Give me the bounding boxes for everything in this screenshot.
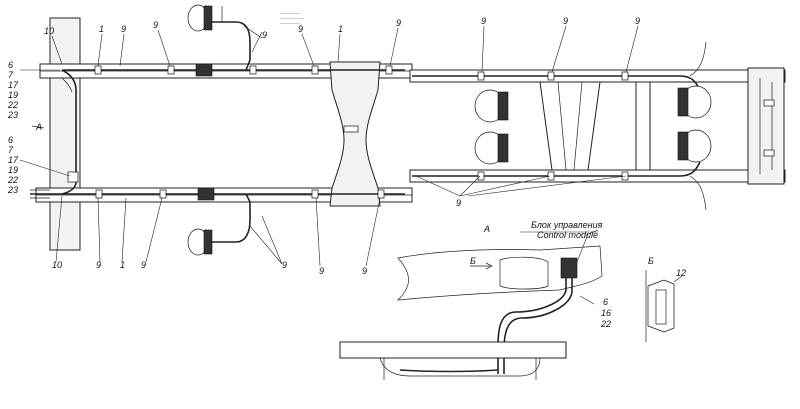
callout-9-top-b: 9 — [153, 20, 158, 30]
callout-9-top-d: 9 — [298, 24, 303, 34]
callout-16: 16 — [601, 308, 611, 318]
callout-9-bot-b: 9 — [141, 260, 146, 270]
svg-text:——————: —————— — [280, 15, 304, 20]
callout-22-c: 22 — [600, 319, 611, 329]
control-module-en: Control module — [537, 230, 598, 240]
lower-brake-chamber — [187, 193, 251, 256]
callout-9-top-a: 9 — [121, 24, 126, 34]
callout-9-right-c: 9 — [635, 16, 640, 26]
callout-7-a: 7 — [8, 70, 14, 80]
callout-9-bot-c: 9 — [282, 260, 287, 270]
upper-brake-chamber — [187, 4, 251, 71]
view-b-title: Б — [648, 256, 654, 266]
control-module-box — [560, 257, 578, 279]
callout-9-top-e: 9 — [396, 18, 401, 28]
view-a-title: A — [483, 224, 490, 234]
callout-1-top-b: 1 — [338, 24, 343, 34]
lower-rail-clips — [95, 189, 385, 199]
callout-19-b: 19 — [8, 165, 18, 175]
right-frame-view — [409, 25, 786, 211]
callout-23-b: 23 — [7, 185, 18, 195]
view-b-arrow-label: Б — [470, 256, 476, 266]
callout-17-a: 17 — [8, 80, 19, 90]
leader-lines-right — [415, 25, 639, 197]
callout-9-bot-a: 9 — [96, 260, 101, 270]
lower-valve-block — [197, 187, 215, 201]
view-b-detail — [645, 270, 683, 342]
callout-19-a: 19 — [8, 90, 18, 100]
rear-end-plate — [747, 67, 785, 185]
control-module-ru: Блок управления — [531, 220, 603, 230]
callout-17-b: 17 — [8, 155, 19, 165]
right-lower-hose — [412, 161, 701, 177]
callout-9-bot-e: 9 — [362, 266, 367, 276]
callout-6-b: 6 — [8, 135, 13, 145]
callout-12: 12 — [676, 268, 686, 278]
callout-6-a: 6 — [8, 60, 13, 70]
callout-7-b: 7 — [8, 145, 14, 155]
right-cross-members — [539, 81, 651, 171]
callout-23-a: 23 — [7, 110, 18, 120]
lower-frame-section — [339, 341, 567, 359]
callout-1-bot: 1 — [120, 260, 125, 270]
callout-6-c: 6 — [603, 297, 608, 307]
callout-22-a: 22 — [7, 100, 18, 110]
callout-9-right-b: 9 — [563, 16, 568, 26]
right-brake-chambers — [474, 85, 712, 165]
upper-valve-block — [195, 63, 213, 77]
x-cross-member — [329, 61, 381, 207]
view-a-arrow-label: A — [35, 122, 42, 132]
callout-10-top: 10 — [44, 26, 54, 36]
callout-1-top-a: 1 — [99, 24, 104, 34]
control-module-hose — [497, 278, 567, 374]
view-a-detail — [339, 229, 603, 380]
leader-lines-left — [19, 25, 399, 267]
left-frame-view: ————— —————— ————— — [19, 4, 413, 267]
callout-9-bot-d: 9 — [319, 266, 324, 276]
svg-text:—————: ————— — [280, 10, 300, 15]
callout-22-b: 22 — [7, 175, 18, 185]
callout-labels: 10 1 9 9 9 9 1 9 6 7 17 19 22 23 A 6 7 1… — [7, 16, 686, 329]
front-cross-member — [49, 17, 81, 251]
callout-9-right-d: 9 — [456, 198, 461, 208]
front-vertical-hose — [61, 69, 77, 195]
callout-9-top-c: 9 — [262, 30, 267, 40]
callout-9-right-a: 9 — [481, 16, 486, 26]
callout-10-bottom: 10 — [52, 260, 62, 270]
svg-text:—————: ————— — [280, 20, 300, 25]
cab-panel-outline — [397, 245, 603, 301]
